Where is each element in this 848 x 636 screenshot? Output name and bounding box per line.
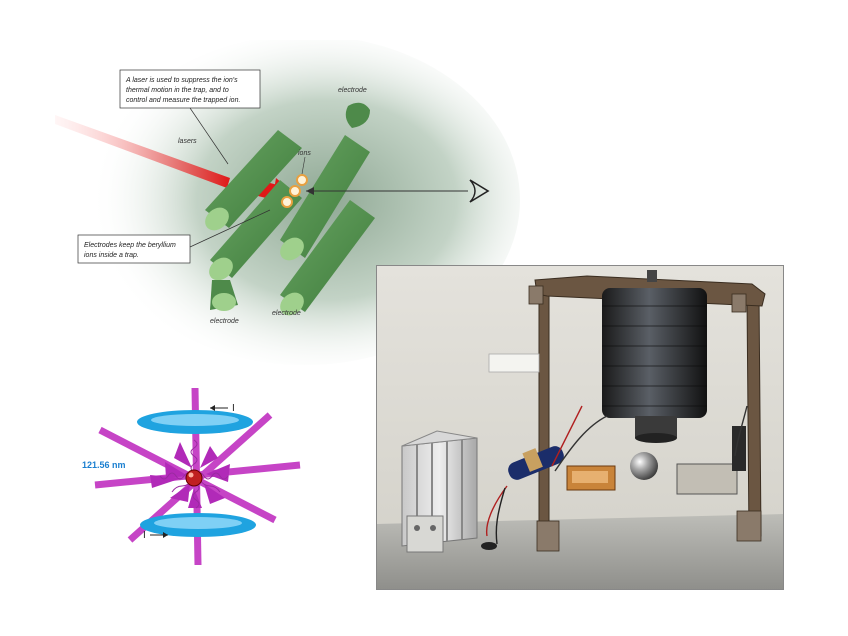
levitating-ball — [630, 452, 658, 480]
callout-laser-line-3: control and measure the trapped ion. — [126, 97, 240, 104]
callout-laser-line-1: A laser is used to suppress the ion's — [125, 77, 238, 84]
callout-electrodes-line-2: ions inside a trap. — [84, 252, 139, 259]
ion-3 — [281, 196, 293, 208]
current-label-bottom: I — [143, 530, 146, 541]
rod-back-left — [205, 130, 302, 231]
transistor — [406, 515, 444, 553]
wavelength-label: 121.56 nm — [82, 460, 126, 470]
rod-front-left — [209, 180, 302, 281]
top-knob — [647, 270, 657, 282]
rod-back-right — [280, 135, 370, 261]
cable-grommet — [481, 542, 497, 550]
apparatus-photo-svg — [377, 266, 783, 589]
capacitor — [508, 446, 564, 480]
current-arrow-top — [210, 405, 228, 411]
label-electrode-bottom-left: electrode — [210, 318, 239, 325]
label-lasers: lasers — [178, 138, 197, 145]
callout-electrodes: Electrodes keep the beryllium ions insid… — [77, 209, 271, 264]
apparatus-photo — [376, 265, 784, 590]
eye-icon — [469, 179, 490, 203]
atom — [185, 469, 203, 487]
observation-arrowhead — [306, 187, 314, 195]
current-label-top: I — [232, 403, 235, 414]
led-holder — [488, 353, 540, 373]
label-electrode-bottom-right: electrode — [272, 310, 301, 317]
right-sensor-block — [676, 426, 746, 495]
ion-1 — [296, 174, 308, 186]
callout-electrodes-line-1: Electrodes keep the beryllium — [84, 242, 176, 249]
base-plate — [377, 514, 783, 589]
ion-trap-svg: A laser is used to suppress the ion's th… — [55, 35, 520, 365]
label-ions: ions — [298, 150, 311, 157]
label-electrode-top: electrode — [338, 87, 367, 94]
ion-trap-diagram: A laser is used to suppress the ion's th… — [40, 35, 520, 370]
laser-cooling-diagram: I I 121.56 nm — [70, 380, 310, 570]
electromagnet-coil — [602, 288, 707, 443]
ring-bottom — [140, 513, 256, 537]
frame-brackets — [528, 285, 762, 552]
electrode-top — [345, 102, 370, 128]
ion-2 — [289, 185, 301, 197]
callout-laser: A laser is used to suppress the ion's th… — [119, 69, 261, 165]
wires — [485, 405, 748, 545]
electrode-bottom-left — [210, 280, 238, 311]
rod-front-right — [280, 200, 375, 316]
atom-highlight — [188, 472, 194, 478]
current-arrow-bottom — [150, 532, 168, 538]
callout-laser-line-2: thermal motion in the trap, and to — [126, 87, 229, 94]
laser-cooling-svg: I I 121.56 nm — [82, 387, 301, 566]
ring-top — [137, 410, 253, 434]
sensor-board — [566, 465, 616, 491]
laser-beam — [55, 115, 230, 188]
ions — [281, 174, 308, 208]
